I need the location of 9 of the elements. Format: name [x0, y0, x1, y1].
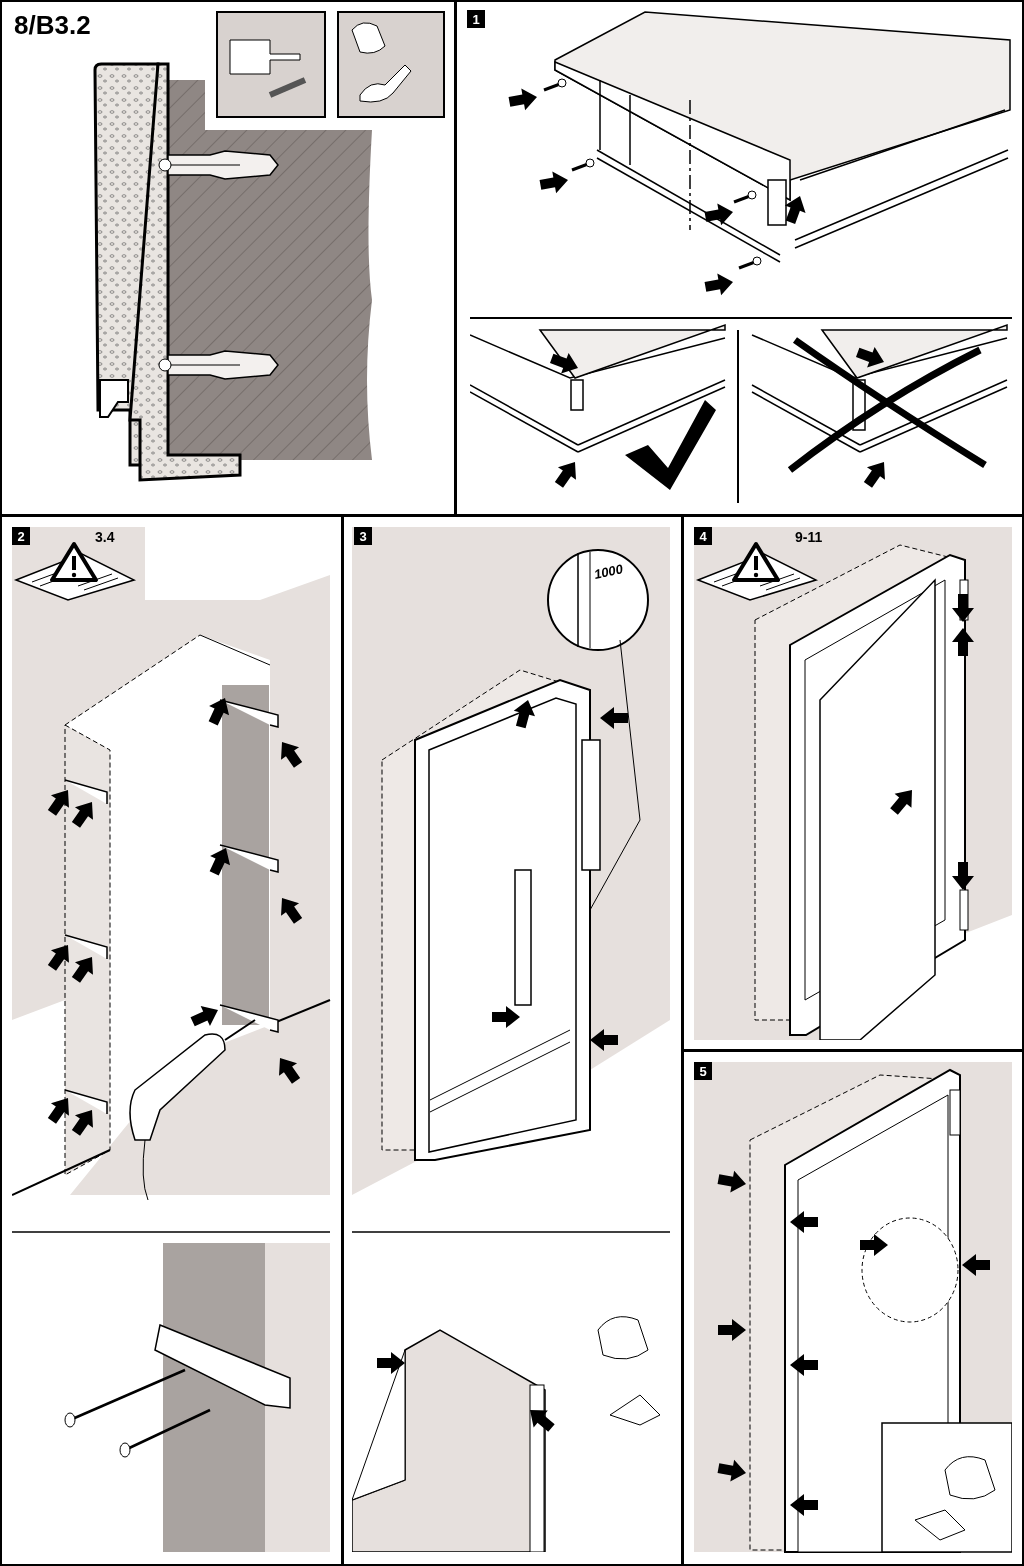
section-reference: 9-11 — [795, 528, 823, 547]
figure-code: 8/B3.2 — [14, 12, 91, 38]
step-number: 5 — [694, 1062, 712, 1080]
step-number: 4 — [694, 527, 712, 545]
step-number: 1 — [467, 10, 485, 28]
measurement-mark: 1000 — [592, 560, 625, 584]
step-number: 3 — [354, 527, 372, 545]
step-number: 2 — [12, 527, 30, 545]
section-reference: 3.4 — [95, 528, 115, 547]
